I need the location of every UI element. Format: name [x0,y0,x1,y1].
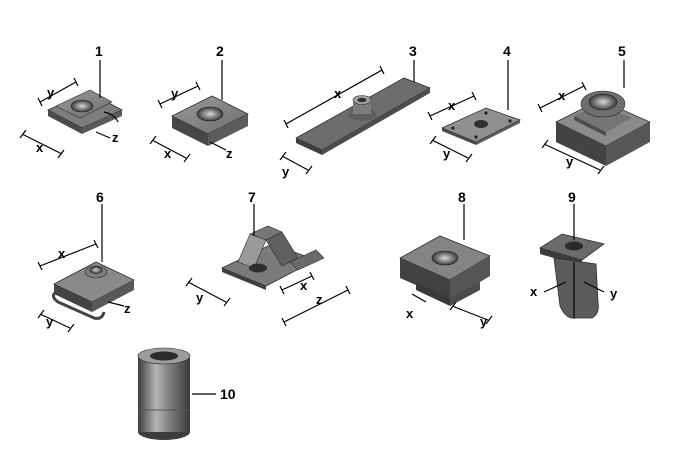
dimension-label-y: y [171,86,179,101]
part-5: 5 x y [537,43,651,175]
expanding-plastic-nut-icon [539,233,605,319]
part-7: 7 y x z [185,189,351,327]
perforated-plate-nut-icon [440,107,522,145]
part-number-label: 10 [220,386,236,402]
dimension-label-z: z [124,301,131,316]
part-number-label: 3 [409,43,417,59]
square-threaded-block-icon [555,90,651,166]
dimension-label-y: y [566,154,574,169]
part-number-label: 9 [568,189,576,205]
square-weld-nut-icon [171,95,249,146]
dimension-label-x: x [558,88,566,103]
dimension-label-z: z [226,146,233,161]
dimension-label-y: y [196,290,204,305]
part-number-label: 7 [248,189,256,205]
clip-nut-icon [47,89,123,134]
strip-nut-plate-icon [295,77,431,155]
spring-clip-nut-icon [51,261,135,320]
part-1: 1 y x z [19,43,123,159]
dimension-label-y: y [610,286,618,301]
part-number-label: 5 [618,43,626,59]
part-6: 6 x y z [37,189,135,333]
part-4: 4 x y [427,43,522,163]
dimension-label-x: x [334,86,342,101]
part-2: 2 y x z [149,43,249,163]
dimension-label-y: y [47,85,55,100]
part-number-label: 1 [95,43,103,59]
dimension-label-x: x [58,246,66,261]
dimension-label-x: x [300,278,308,293]
dimension-label-y: y [443,146,451,161]
dimension-label-x: x [164,146,172,161]
part-number-label: 6 [96,189,104,205]
dimension-label-x: x [406,306,414,321]
part-3: 3 x y [279,43,431,179]
cylindrical-spacer-nut-icon [137,347,191,440]
part-number-label: 8 [458,189,466,205]
part-10: 10 [137,347,236,440]
part-8: 8 x y [399,189,493,329]
dimension-label-y: y [46,314,54,329]
dimension-label-z: z [316,292,323,307]
part-number-label: 4 [503,43,511,59]
sheet-metal-clip-icon [221,225,325,290]
dimension-label-y: y [282,164,290,179]
dimension-label-x: x [448,98,456,113]
dimension-label-y: y [480,314,488,329]
dimension-label-z: z [112,130,119,145]
cage-nut-icon [399,235,491,306]
part-9: 9 x y [530,189,618,319]
dimension-label-x: x [36,140,44,155]
part-number-label: 2 [216,43,224,59]
dimension-label-x: x [530,284,538,299]
